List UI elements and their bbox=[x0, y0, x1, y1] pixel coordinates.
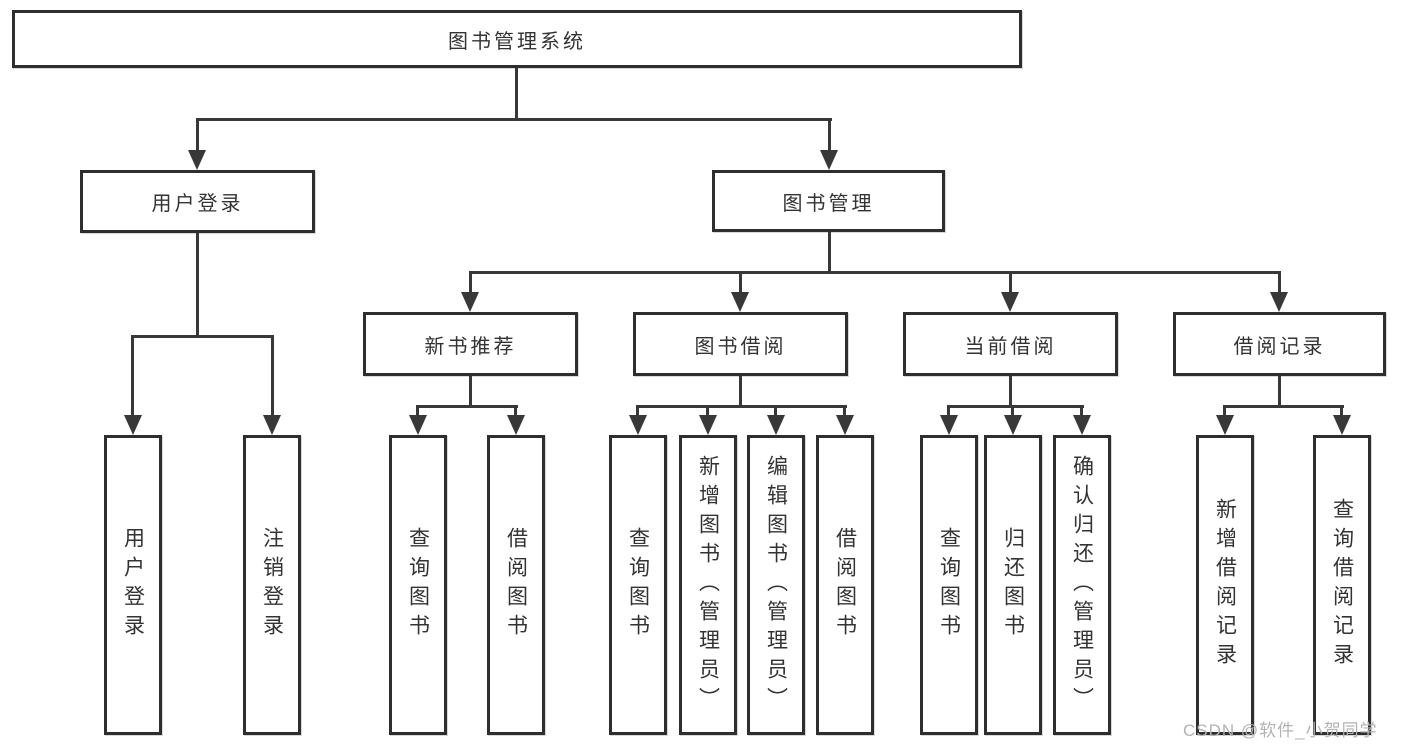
node-current-borrow: 当前借阅 bbox=[903, 312, 1118, 376]
node-leaf-query-book-2: 查询图书 bbox=[609, 435, 667, 735]
node-user-login: 用户登录 bbox=[80, 170, 315, 233]
arrow-down-icon bbox=[836, 415, 854, 435]
arrow-down-icon bbox=[1001, 292, 1019, 312]
node-leaf-user-login-label: 用户登录 bbox=[121, 527, 145, 643]
connector-line bbox=[636, 405, 847, 408]
node-leaf-borrow-book-2-label: 借阅图书 bbox=[833, 527, 857, 643]
node-book-borrow-label: 图书借阅 bbox=[694, 335, 787, 358]
node-borrow-records: 借阅记录 bbox=[1173, 312, 1386, 376]
arrow-down-icon bbox=[699, 415, 717, 435]
connector-line bbox=[774, 405, 777, 417]
connector-line bbox=[196, 233, 199, 338]
node-root-label: 图书管理系统 bbox=[448, 30, 586, 53]
connector-line bbox=[469, 271, 472, 294]
connector-line bbox=[1340, 405, 1343, 417]
node-leaf-logout-label: 注销登录 bbox=[260, 527, 284, 643]
connector-line bbox=[1223, 405, 1344, 408]
connector-line bbox=[828, 232, 831, 274]
node-leaf-edit-book-admin: 编辑图书（管理员） bbox=[747, 435, 805, 735]
connector-line bbox=[271, 335, 274, 417]
node-leaf-borrow-book-1-label: 借阅图书 bbox=[504, 527, 528, 643]
connector-line bbox=[1223, 405, 1226, 417]
node-leaf-borrow-book-1: 借阅图书 bbox=[487, 435, 545, 735]
node-leaf-user-login: 用户登录 bbox=[104, 435, 162, 735]
connector-line bbox=[514, 405, 517, 417]
node-new-book-recommend: 新书推荐 bbox=[363, 312, 578, 376]
connector-line bbox=[843, 405, 846, 417]
connector-line bbox=[1080, 405, 1083, 417]
node-leaf-add-borrow-record-label: 新增借阅记录 bbox=[1213, 498, 1237, 672]
node-leaf-confirm-return-admin: 确认归还（管理员） bbox=[1053, 435, 1111, 735]
node-leaf-return-book: 归还图书 bbox=[984, 435, 1042, 735]
connector-line bbox=[706, 405, 709, 417]
node-leaf-query-book-3-label: 查询图书 bbox=[937, 527, 961, 643]
arrow-down-icon bbox=[767, 415, 785, 435]
connector-line bbox=[636, 405, 639, 417]
arrow-down-icon bbox=[188, 150, 206, 170]
connector-line bbox=[515, 68, 518, 121]
node-leaf-query-book-1-label: 查询图书 bbox=[406, 527, 430, 643]
node-leaf-query-borrow-record-label: 查询借阅记录 bbox=[1330, 498, 1354, 672]
connector-line bbox=[196, 118, 832, 121]
node-user-login-label: 用户登录 bbox=[151, 193, 244, 215]
arrow-down-icon bbox=[1004, 415, 1022, 435]
connector-line bbox=[131, 335, 134, 417]
node-leaf-logout: 注销登录 bbox=[243, 435, 301, 735]
connector-line bbox=[739, 271, 742, 294]
connector-line bbox=[131, 335, 274, 338]
node-new-book-recommend-label: 新书推荐 bbox=[424, 335, 517, 358]
connector-line bbox=[828, 118, 831, 152]
node-borrow-records-label: 借阅记录 bbox=[1233, 335, 1326, 358]
node-book-management-label: 图书管理 bbox=[782, 192, 875, 215]
node-leaf-add-book-admin: 新增图书（管理员） bbox=[679, 435, 737, 735]
node-leaf-query-borrow-record: 查询借阅记录 bbox=[1313, 435, 1371, 735]
connector-line bbox=[947, 405, 950, 417]
arrow-down-icon bbox=[629, 415, 647, 435]
node-leaf-borrow-book-2: 借阅图书 bbox=[816, 435, 874, 735]
arrow-down-icon bbox=[731, 292, 749, 312]
connector-line bbox=[416, 405, 419, 417]
node-leaf-add-borrow-record: 新增借阅记录 bbox=[1196, 435, 1254, 735]
arrow-down-icon bbox=[409, 415, 427, 435]
connector-line bbox=[1009, 271, 1012, 294]
arrow-down-icon bbox=[461, 292, 479, 312]
arrow-down-icon bbox=[1333, 415, 1351, 435]
node-leaf-query-book-2-label: 查询图书 bbox=[626, 527, 650, 643]
connector-line bbox=[1278, 376, 1281, 408]
arrow-down-icon bbox=[940, 415, 958, 435]
node-leaf-edit-book-admin-label: 编辑图书（管理员） bbox=[764, 454, 788, 716]
arrow-down-icon bbox=[124, 415, 142, 435]
connector-line bbox=[947, 405, 1084, 408]
node-leaf-query-book-3: 查询图书 bbox=[920, 435, 978, 735]
connector-line bbox=[1009, 376, 1012, 408]
arrow-down-icon bbox=[263, 415, 281, 435]
connector-line bbox=[416, 405, 518, 408]
node-leaf-confirm-return-admin-label: 确认归还（管理员） bbox=[1070, 454, 1094, 716]
connector-line bbox=[196, 118, 199, 152]
csdn-watermark: CSDN @软件_小贺同学 bbox=[1183, 721, 1378, 740]
connector-line bbox=[469, 376, 472, 408]
node-book-management: 图书管理 bbox=[712, 170, 945, 232]
node-leaf-return-book-label: 归还图书 bbox=[1001, 527, 1025, 643]
connector-line bbox=[1278, 271, 1281, 294]
node-book-borrow: 图书借阅 bbox=[633, 312, 848, 376]
arrow-down-icon bbox=[1270, 292, 1288, 312]
connector-line bbox=[739, 376, 742, 408]
connector-line bbox=[469, 271, 1281, 274]
node-leaf-add-book-admin-label: 新增图书（管理员） bbox=[696, 454, 720, 716]
node-leaf-query-book-1: 查询图书 bbox=[389, 435, 447, 735]
arrow-down-icon bbox=[1073, 415, 1091, 435]
connector-line bbox=[1011, 405, 1014, 417]
node-root: 图书管理系统 bbox=[12, 10, 1022, 68]
arrow-down-icon bbox=[820, 150, 838, 170]
node-current-borrow-label: 当前借阅 bbox=[964, 335, 1057, 358]
arrow-down-icon bbox=[1216, 415, 1234, 435]
arrow-down-icon bbox=[507, 415, 525, 435]
